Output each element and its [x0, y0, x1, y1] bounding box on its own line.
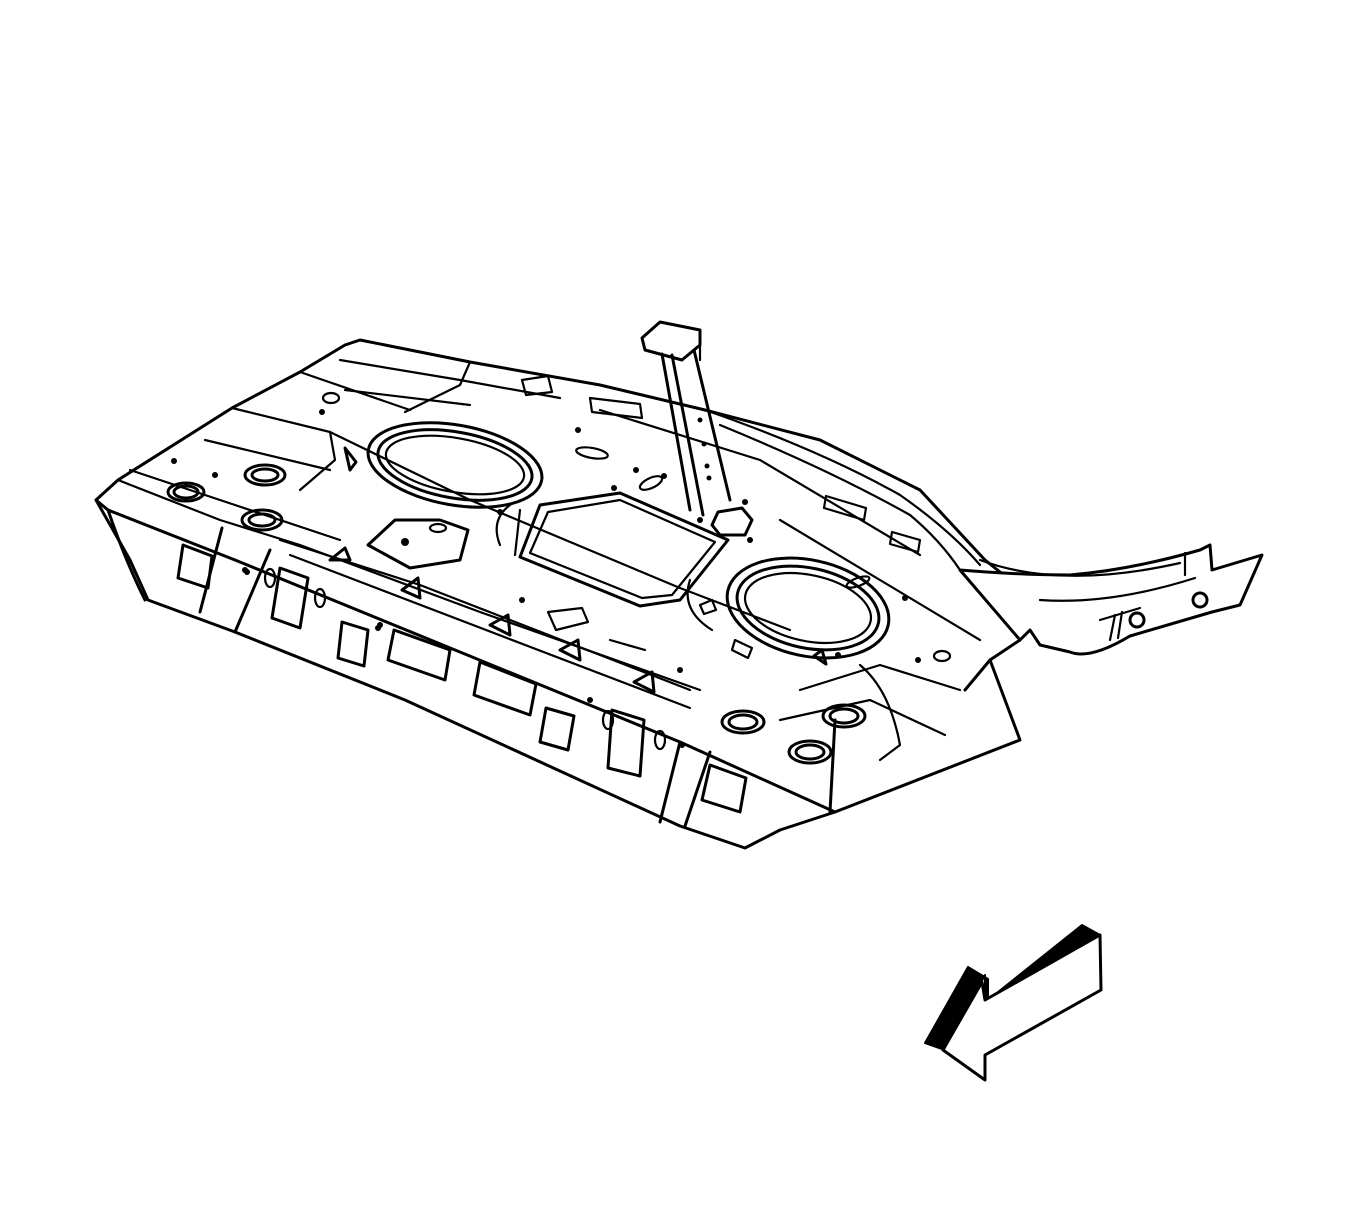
- center-rectangular-opening: [513, 491, 730, 608]
- vertical-support-bracket: [640, 320, 754, 537]
- right-spare-wheel-well: [725, 556, 891, 660]
- front-direction-arrow-icon: [924, 924, 1103, 1082]
- cross-member-cutouts: [176, 543, 748, 814]
- right-rail-extension: [958, 543, 1264, 656]
- rear-floor-panel: [94, 338, 1022, 850]
- tab-markers: [328, 446, 828, 694]
- slots: [495, 374, 922, 660]
- left-spare-wheel-well: [366, 421, 544, 509]
- center-raised-pad: [366, 518, 470, 570]
